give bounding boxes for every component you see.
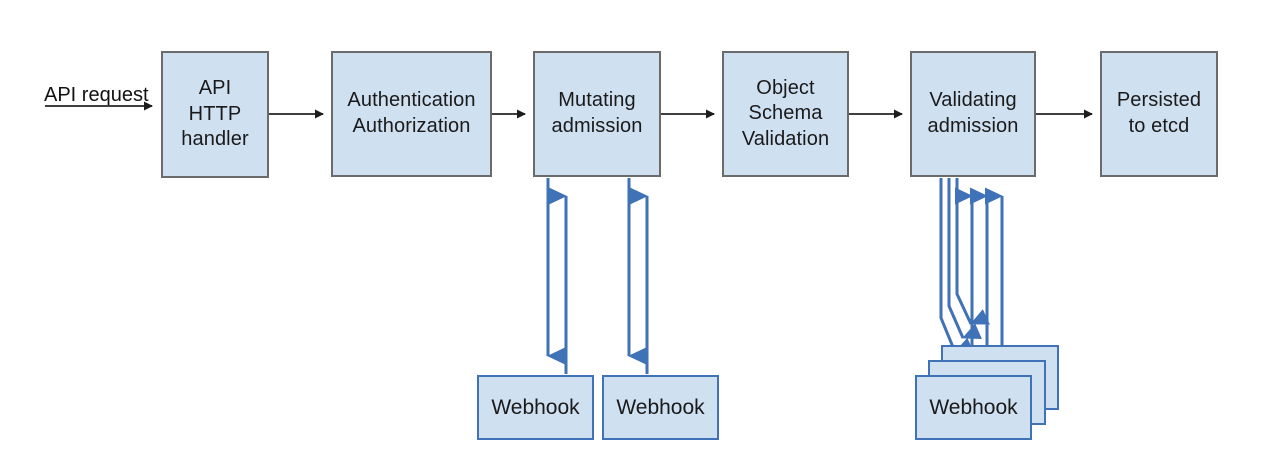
stage-authn-authz-label: Authentication Authorization (347, 89, 476, 137)
stage-api-http-handler[interactable]: API HTTP handler (161, 51, 269, 178)
connector-validating-call-webhook-3 (955, 178, 990, 325)
stage-validating-admission[interactable]: Validating admission (910, 51, 1036, 177)
stage-mutating-admission[interactable]: Mutating admission (533, 51, 661, 177)
stage-authn-authz[interactable]: Authentication Authorization (331, 51, 492, 177)
stage-api-http-handler-label: API HTTP handler (181, 77, 249, 151)
stage-persisted-to-etcd[interactable]: Persisted to etcd (1100, 51, 1218, 177)
webhook-box-mutating-1-label: Webhook (491, 395, 580, 419)
stage-persisted-to-etcd-label: Persisted to etcd (1116, 89, 1202, 137)
stage-mutating-admission-label: Mutating admission (551, 89, 643, 137)
webhook-box-mutating-2-label: Webhook (616, 395, 705, 419)
webhook-box-mutating-2[interactable]: Webhook (602, 375, 719, 440)
webhook-box-validating-1[interactable]: Webhook (915, 375, 1032, 440)
webhook-box-mutating-1[interactable]: Webhook (477, 375, 594, 440)
stage-object-schema-validation[interactable]: Object Schema Validation (722, 51, 849, 177)
webhook-box-validating-1-label: Webhook (929, 395, 1018, 419)
stage-object-schema-validation-label: Object Schema Validation (741, 76, 830, 150)
stage-validating-admission-label: Validating admission (927, 89, 1019, 137)
connector-validating-call-webhook-1 (939, 178, 974, 354)
connector-validating-call-webhook-2 (947, 178, 982, 339)
api-request-label: API request (44, 84, 149, 106)
